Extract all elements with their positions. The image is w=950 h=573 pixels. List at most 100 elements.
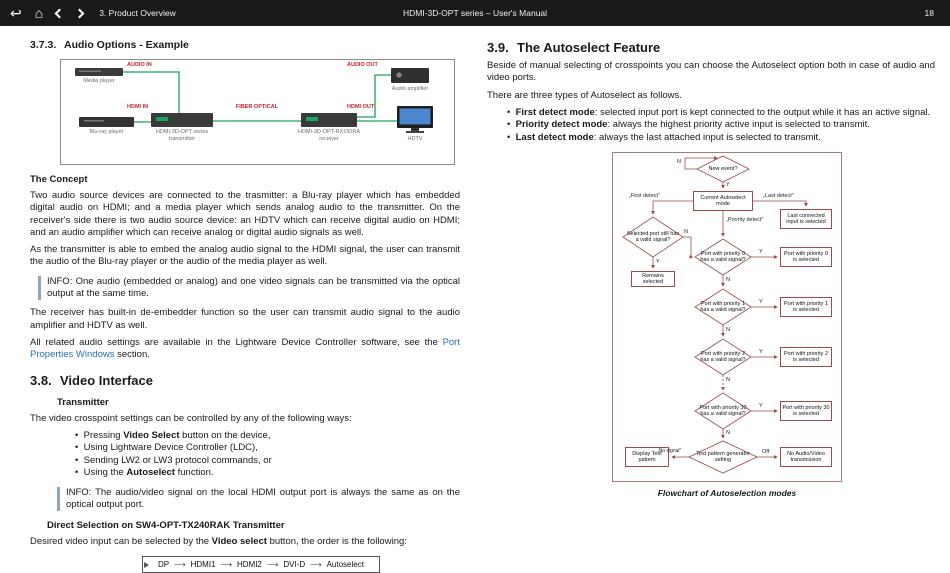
concept-paragraph-4: All related audio settings are available… xyxy=(30,337,460,362)
bullet-bold: Video Select xyxy=(123,429,180,441)
bullet-bold: Last detect mode xyxy=(515,131,594,143)
heading-audio-options: 3.7.3. Audio Options - Example xyxy=(30,39,460,51)
bullet-text: Using Lightware Device Controller (LDC), xyxy=(83,442,258,454)
flowchart-node-display-test: Display Test pattern xyxy=(625,447,669,468)
direct-selection-text: Desired video input can be selected by t… xyxy=(30,536,460,548)
paragraph-4-pre: All related audio settings are available… xyxy=(30,336,443,348)
port-properties-link[interactable]: Port Properties Windows xyxy=(30,336,460,361)
back-icon[interactable]: ↩ xyxy=(10,5,22,21)
info-box-video: INFO: The audio/video signal on the loca… xyxy=(57,486,460,512)
flowchart-node-test-pattern: Test pattern generator setting xyxy=(696,451,750,464)
autoselect-flowchart: New event? Current Autoselect mode Last … xyxy=(612,152,842,483)
flowchart-node-current-mode: Current Autoselect mode xyxy=(693,191,753,212)
bluray-caption: Blu-ray player xyxy=(89,129,124,135)
list-item: Priority detect mode: always the highest… xyxy=(507,119,935,132)
media-player-caption: Media player xyxy=(83,78,115,84)
hdmi-out-label: HDMI OUT xyxy=(347,104,375,110)
list-item: Using the Autoselect function. xyxy=(75,467,460,480)
edge-label-yes: Y xyxy=(759,299,763,306)
heading-text: Audio Options - Example xyxy=(64,39,189,51)
flowchart-node-priority1-selected: Port with priority 1 is selected xyxy=(780,297,832,318)
flowchart-node-no-av: No Audio/Video transmission xyxy=(780,447,832,468)
edge-label-no: N xyxy=(726,377,730,384)
edge-label-first-detect: „First detect” xyxy=(629,193,660,200)
arrow-icon: ⟶ xyxy=(174,559,186,569)
transmitter-caption: HDMI-3D-OPT series transmitter xyxy=(137,129,227,142)
list-item: Pressing Video Select button on the devi… xyxy=(75,430,460,443)
edge-label-priority-detect: „Priority detect” xyxy=(726,217,764,224)
right-column: 3.9.The Autoselect Feature Beside of man… xyxy=(487,40,935,498)
edge-label-no: N xyxy=(726,277,730,284)
flowchart-node-priority0-selected: Port with priority 0 is selected xyxy=(780,247,832,268)
flowchart-node-priority2-selected: Port with priority 2 is selected xyxy=(780,347,832,368)
direct-post: button, the order is the following: xyxy=(266,536,407,548)
direct-pre: Desired video input can be selected by t… xyxy=(30,536,212,548)
audio-amplifier-caption: Audio amplifier xyxy=(391,86,429,92)
concept-paragraph-2: As the transmitter is able to embed the … xyxy=(30,244,460,268)
cycle-item-autoselect: Autoselect xyxy=(326,559,364,569)
left-column: 3.7.3. Audio Options - Example AUDIO IN xyxy=(30,36,460,573)
list-item: Last detect mode: always the last attach… xyxy=(507,132,935,145)
flowchart-node-priority1-question: Port with priority 1 has a valid signal? xyxy=(700,301,746,314)
toolbar-icon-group: ↩ ⌂ xyxy=(0,6,99,20)
edge-label-last-detect: „Last detect” xyxy=(763,193,794,200)
transmitter-caption-line1: HDMI-3D-OPT series xyxy=(155,129,209,135)
edge-label-no: N xyxy=(684,229,688,236)
bullet-text: Pressing xyxy=(83,429,124,441)
bullet-text: Using the xyxy=(83,467,127,479)
list-item: First detect mode: selected input port i… xyxy=(507,107,935,120)
hdtv-caption: HDTV xyxy=(407,136,423,142)
edge-label-off: Off xyxy=(762,449,770,456)
bullet-bold: Priority detect mode xyxy=(515,119,608,131)
video-select-cycle-diagram: DP ⟶ HDMI1 ⟶ HDMI2 ⟶ DVI-D ⟶ Autoselect xyxy=(142,555,380,573)
audio-out-label: AUDIO OUT xyxy=(347,62,378,68)
flowchart-connectors xyxy=(622,155,808,474)
transmitter-caption-line2: transmitter xyxy=(169,135,195,142)
info-box-audio: INFO: One audio (embedded or analog) and… xyxy=(38,275,460,301)
info-box-audio-text: INFO: One audio (embedded or analog) and… xyxy=(47,275,460,300)
bullet-text: button on the device, xyxy=(179,429,271,441)
edge-label-no: N xyxy=(677,159,681,166)
receiver-caption-line2: receiver xyxy=(319,135,339,142)
page-number: 18 xyxy=(924,8,934,18)
home-icon[interactable]: ⌂ xyxy=(34,5,44,21)
audio-diagram-art xyxy=(75,68,433,133)
heading-autoselect: 3.9. The Autoselect Feature xyxy=(487,40,935,55)
edge-label-no-signal: „No signal” xyxy=(657,448,682,455)
flowchart-node-selected-port: Selected port still has a valid signal? xyxy=(626,231,680,244)
direct-selection-heading: Direct Selection on SW4-OPT-TX240RAK Tra… xyxy=(47,520,285,532)
bullet-text: : always the last attached input is sele… xyxy=(593,131,821,143)
cycle-item-dp: DP xyxy=(158,559,170,569)
edge-label-yes: Y xyxy=(759,349,763,356)
edge-label-no: N xyxy=(726,327,730,334)
fiber-optical-label: FIBER OPTICAL xyxy=(235,104,279,110)
paragraph-4-post: section. xyxy=(114,349,150,361)
heading-video-interface: 3.8.Video Interface xyxy=(30,373,460,388)
audio-example-diagram: AUDIO IN AUDIO OUT HDMI IN FIBER OPTICAL… xyxy=(60,59,455,165)
section-label: 3. Product Overview xyxy=(99,8,176,18)
direct-bold: Video select xyxy=(211,536,267,548)
flowchart-node-new-event: New event? xyxy=(708,166,738,173)
heading-number: 3.7.3. xyxy=(30,39,57,51)
top-toolbar: ↩ ⌂ 3. Product Overview HDMI-3D-OPT seri… xyxy=(0,0,950,26)
flowchart-caption: Flowchart of Autoselection modes xyxy=(657,488,797,499)
arrow-icon: ⟶ xyxy=(266,559,279,569)
flowchart-node-remains-selected: Remains selected xyxy=(631,271,675,288)
list-item: Sending LW2 or LW3 protocol commands, or xyxy=(75,455,460,468)
next-page-icon[interactable] xyxy=(74,8,85,18)
transmitter-subheading: Transmitter xyxy=(57,396,109,408)
flowchart-node-last-connected: Last connected input is selected xyxy=(780,209,832,230)
bullet-text: function. xyxy=(174,467,214,479)
flowchart-node-priority30-selected: Port with priority 30 is selected xyxy=(780,401,832,422)
heading-text: The Autoselect Feature xyxy=(517,40,661,55)
heading-number: 3.9. xyxy=(487,40,509,55)
cycle-item-hdmi2: HDMI2 xyxy=(236,559,262,569)
concept-heading: The Concept xyxy=(30,174,88,185)
bullet-text: Sending LW2 or LW3 protocol commands, or xyxy=(83,454,272,466)
cycle-item-hdmi1: HDMI1 xyxy=(190,559,216,569)
audio-in-label: AUDIO IN xyxy=(127,62,152,68)
bullet-text: : always the highest priority active inp… xyxy=(607,119,870,131)
autoselect-paragraph-2: There are three types of Autoselect as f… xyxy=(487,89,682,101)
prev-page-icon[interactable] xyxy=(54,8,65,18)
edge-label-no: N xyxy=(726,430,730,437)
